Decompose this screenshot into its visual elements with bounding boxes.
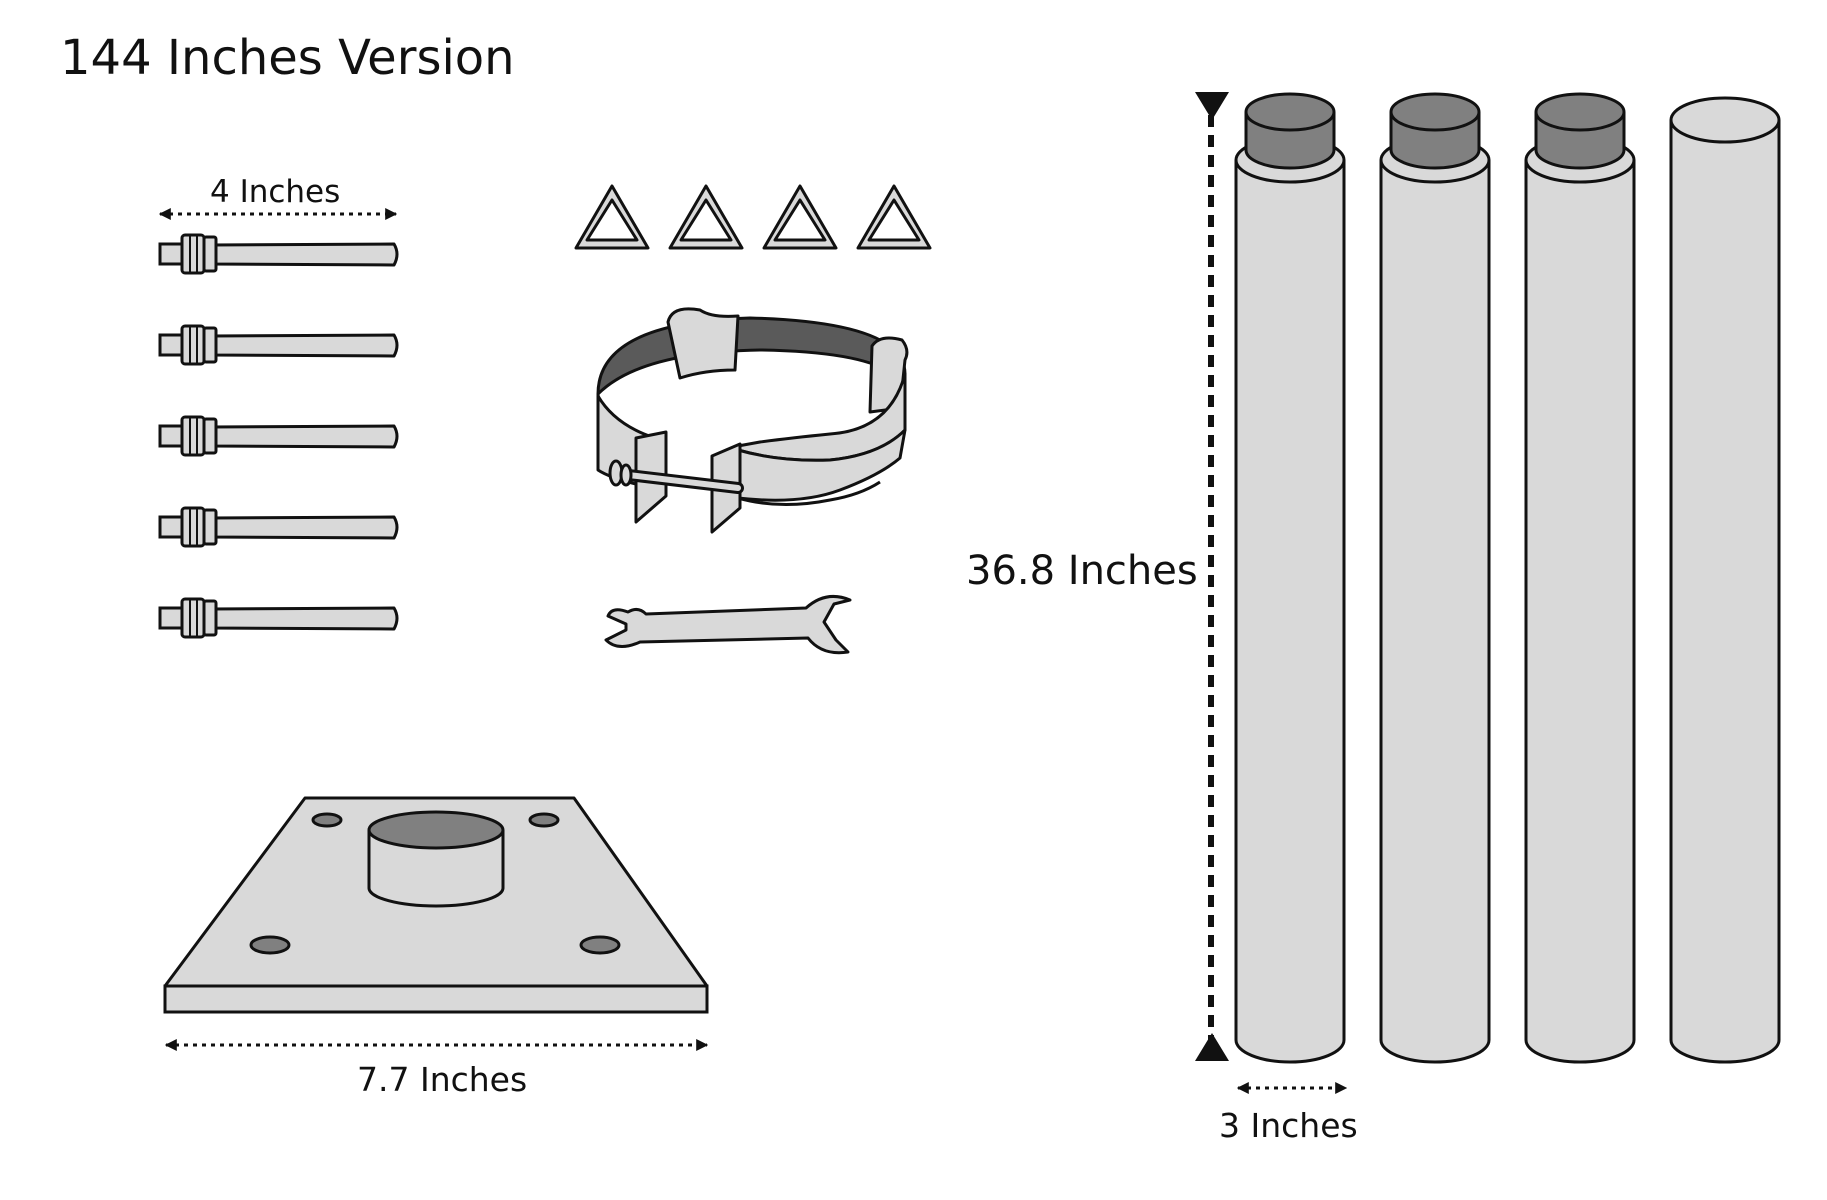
bolt — [158, 324, 399, 366]
triangle-washer — [668, 184, 744, 250]
pole-section — [1524, 92, 1636, 1064]
pole-section — [1234, 92, 1346, 1064]
bolt — [158, 233, 399, 275]
wrench — [604, 594, 852, 655]
bolt — [158, 597, 399, 639]
triangle-washer — [762, 184, 838, 250]
bolt-length-label: 4 Inches — [210, 174, 341, 210]
triangle-washer — [574, 184, 650, 250]
pole-section — [1669, 96, 1781, 1064]
bolt — [158, 506, 399, 548]
bolt — [158, 415, 399, 457]
pole-section — [1379, 92, 1491, 1064]
height-dimension-line — [1195, 92, 1229, 1061]
triangle-washer — [856, 184, 932, 250]
page-title: 144 Inches Version — [60, 30, 515, 86]
base-plate — [163, 796, 709, 1014]
bolts-group — [158, 233, 399, 639]
pole-height-label: 36.8 Inches — [966, 548, 1198, 594]
pipe-clamp — [596, 307, 909, 534]
pole-sections-group — [1234, 92, 1781, 1064]
triangle-washers-group — [574, 184, 932, 250]
plate-width-label: 7.7 Inches — [357, 1060, 528, 1099]
pole-diameter-label: 3 Inches — [1219, 1106, 1358, 1145]
